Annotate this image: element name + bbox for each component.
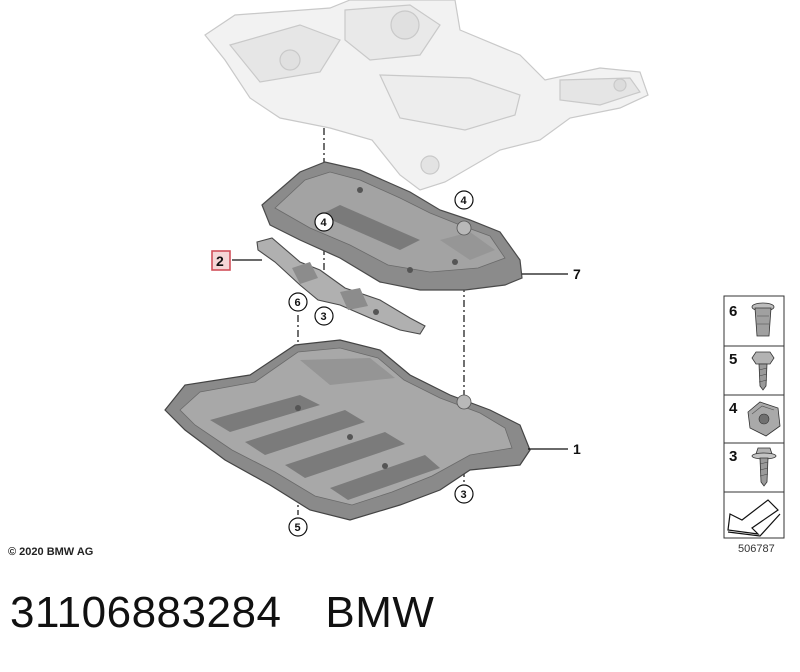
svg-text:5: 5 [295,522,301,534]
circled-label-3-lower: 3 [454,484,474,504]
circled-label-4-right: 4 [454,190,474,210]
legend-number-3: 3 [729,448,737,465]
leader-lines [232,259,568,450]
orientation-arrow-icon [727,499,781,537]
circled-label-5: 5 [288,517,308,537]
callout-2: 2 [216,253,224,269]
brand-name: BMW [325,588,435,637]
legend-number-4: 4 [729,400,738,417]
collar-screw-icon [751,447,777,487]
legend-number-5: 5 [729,351,737,368]
circled-label-6: 6 [288,292,308,312]
part-number: 31106883284 [10,588,282,637]
part-caption: 31106883284 BMW [10,588,478,638]
circled-label-4-upper: 4 [314,212,334,232]
hex-screw-icon [751,351,775,391]
upper-underbody-shield [261,161,523,291]
diagram-reference-number: 506787 [738,543,775,555]
bracket-part [256,237,426,335]
legend-number-6: 6 [729,303,737,320]
front-subframe [204,0,649,191]
callout-7: 7 [573,266,581,282]
svg-text:4: 4 [461,195,468,207]
circled-label-3-middle: 3 [314,306,334,326]
svg-text:3: 3 [461,489,467,501]
callout-2-highlight: 2 [211,250,231,271]
svg-text:6: 6 [295,297,301,309]
copyright-text: © 2020 BMW AG [8,546,93,558]
lower-underbody-shield [164,339,531,521]
rivet-nut-icon [751,302,775,337]
clip-nut-icon [747,401,781,437]
fastener-legend: 6 5 4 3 [723,295,785,539]
svg-text:3: 3 [321,311,327,323]
svg-text:4: 4 [321,217,328,229]
callout-1: 1 [573,441,581,457]
